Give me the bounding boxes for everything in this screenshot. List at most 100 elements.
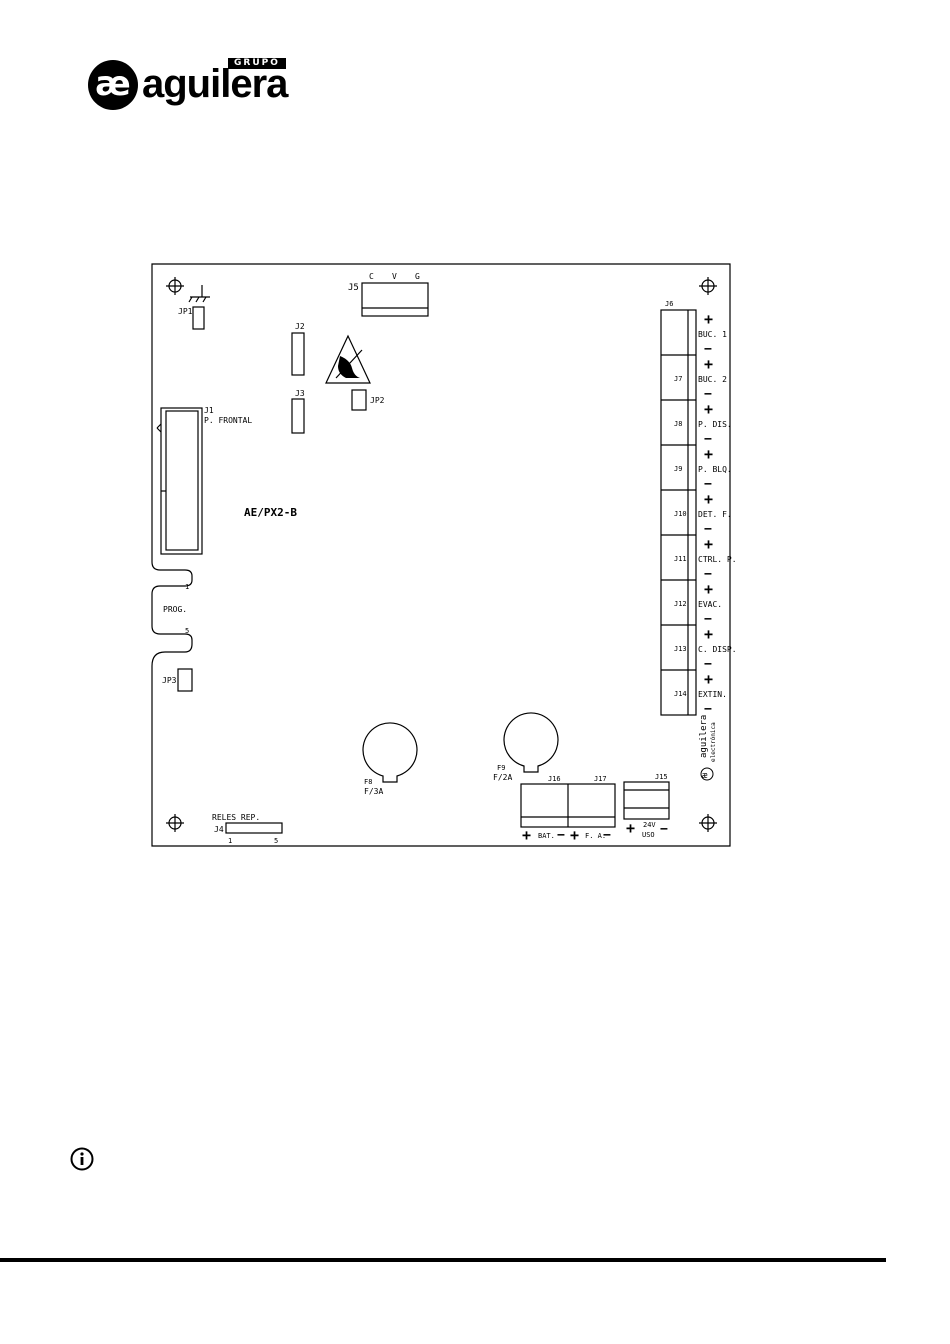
j3-label: J3 [295, 389, 305, 398]
fuse-f8 [362, 722, 418, 783]
terminal-id: J10 [674, 510, 687, 518]
v24-plus: + [626, 819, 635, 837]
j4-pin-end: 5 [274, 837, 278, 845]
terminal-plus: + [704, 310, 713, 328]
terminal-plus: + [704, 670, 713, 688]
fa-plus: + [570, 826, 579, 844]
terminal-id: J11 [674, 555, 687, 563]
terminal-id: J12 [674, 600, 687, 608]
terminal-name: CTRL. P. [698, 555, 737, 564]
terminal-minus: − [704, 387, 712, 402]
j4-connector [225, 822, 283, 834]
j2-connector [291, 332, 305, 376]
logo-grupo-tag: GRUPO [228, 58, 286, 69]
f9-label: F9 [497, 764, 505, 772]
mounting-hole-bl [166, 814, 184, 832]
terminal-plus: + [704, 400, 713, 418]
prog-label: PROG. [163, 605, 187, 614]
info-icon [70, 1147, 94, 1171]
j1-label: J1 [204, 406, 214, 415]
mounting-hole-tl [166, 277, 184, 295]
terminal-minus: − [704, 477, 712, 492]
maker-vertical: aguilera [699, 715, 709, 758]
j6-label: J6 [665, 300, 673, 308]
jp1-label: JP1 [178, 307, 193, 316]
terminal-minus: − [704, 702, 712, 717]
terminal-name: EXTIN. [698, 690, 727, 699]
j3-connector [291, 398, 305, 434]
terminal-minus: − [704, 432, 712, 447]
jp2-jumper [351, 389, 367, 411]
j4-pin-start: 1 [228, 837, 232, 845]
terminal-plus: + [704, 535, 713, 553]
terminal-name: P. DIS. [698, 420, 732, 429]
mounting-hole-tr [699, 277, 717, 295]
terminal-labels: + BUC. 1 − J7 + BUC. 2 − J8 + P. DIS. − J9 + P. BLQ. −… [674, 310, 737, 717]
logo-ae-mark: æ [88, 60, 138, 110]
mounting-hole-br [699, 814, 717, 832]
footer-rule [0, 1258, 886, 1262]
maker-mark-glyph: æ [702, 771, 708, 781]
bat-minus: − [557, 828, 565, 843]
terminal-minus: − [704, 522, 712, 537]
terminal-id: J8 [674, 420, 682, 428]
j1-name: P. FRONTAL [204, 416, 252, 425]
fuse-f9 [503, 712, 559, 773]
terminal-minus: − [704, 657, 712, 672]
terminal-id: J13 [674, 645, 687, 653]
terminal-block [660, 309, 697, 716]
terminal-name: DET. F. [698, 510, 732, 519]
terminal-block-body [660, 309, 697, 716]
terminal-name: C. DISP. [698, 645, 737, 654]
fa-label: F. A. [585, 832, 606, 840]
f8-label: F8 [364, 778, 372, 786]
j17-label: J17 [594, 775, 607, 783]
terminal-name: BUC. 2 [698, 375, 727, 384]
j2-label: J2 [295, 322, 305, 331]
aguilera-logo: æ aguilera GRUPO [88, 58, 298, 114]
f8-rating: F/3A [364, 787, 383, 796]
jp1-jumper [192, 306, 205, 330]
terminal-minus: − [704, 342, 712, 357]
maker-mark-icon [700, 767, 714, 781]
terminal-id: J7 [674, 375, 682, 383]
ground-symbol-icon [188, 285, 210, 303]
terminal-plus: + [704, 580, 713, 598]
terminal-minus: − [704, 612, 712, 627]
terminal-plus: + [704, 490, 713, 508]
terminal-id: J14 [674, 690, 687, 698]
jp2-label: JP2 [370, 396, 385, 405]
board-outline [151, 263, 731, 847]
jp3-label: JP3 [162, 676, 177, 685]
bat-label: BAT. [538, 832, 555, 840]
maker-sub: electrónica [710, 722, 717, 762]
terminal-id: J9 [674, 465, 682, 473]
terminal-minus: − [704, 567, 712, 582]
esd-warning-icon [325, 334, 371, 384]
v24-minus: − [660, 822, 668, 837]
j1-connector [160, 407, 203, 555]
terminal-name: EVAC. [698, 600, 722, 609]
terminal-name: BUC. 1 [698, 330, 727, 339]
j5-pin-c: C [369, 272, 374, 281]
prog-pin-start: 1 [185, 583, 189, 591]
prog-pin-end: 5 [185, 627, 189, 635]
terminal-plus: + [704, 445, 713, 463]
terminal-name: P. BLQ. [698, 465, 732, 474]
jp3-jumper [177, 668, 193, 692]
fa-minus: − [603, 828, 611, 843]
j5-label: J5 [348, 283, 359, 293]
j16-label: J16 [548, 775, 561, 783]
bat-plus: + [522, 826, 531, 844]
j5-connector [361, 282, 429, 317]
j4-name: RELES REP. [212, 813, 260, 822]
terminal-plus: + [704, 625, 713, 643]
uso-label: USO [642, 831, 655, 839]
j4-label: J4 [214, 825, 224, 834]
board-model: AE/PX2-B [244, 506, 297, 519]
j5-pin-g: G [415, 272, 420, 281]
v24-label: 24V [643, 821, 656, 829]
j15-label: J15 [655, 773, 668, 781]
